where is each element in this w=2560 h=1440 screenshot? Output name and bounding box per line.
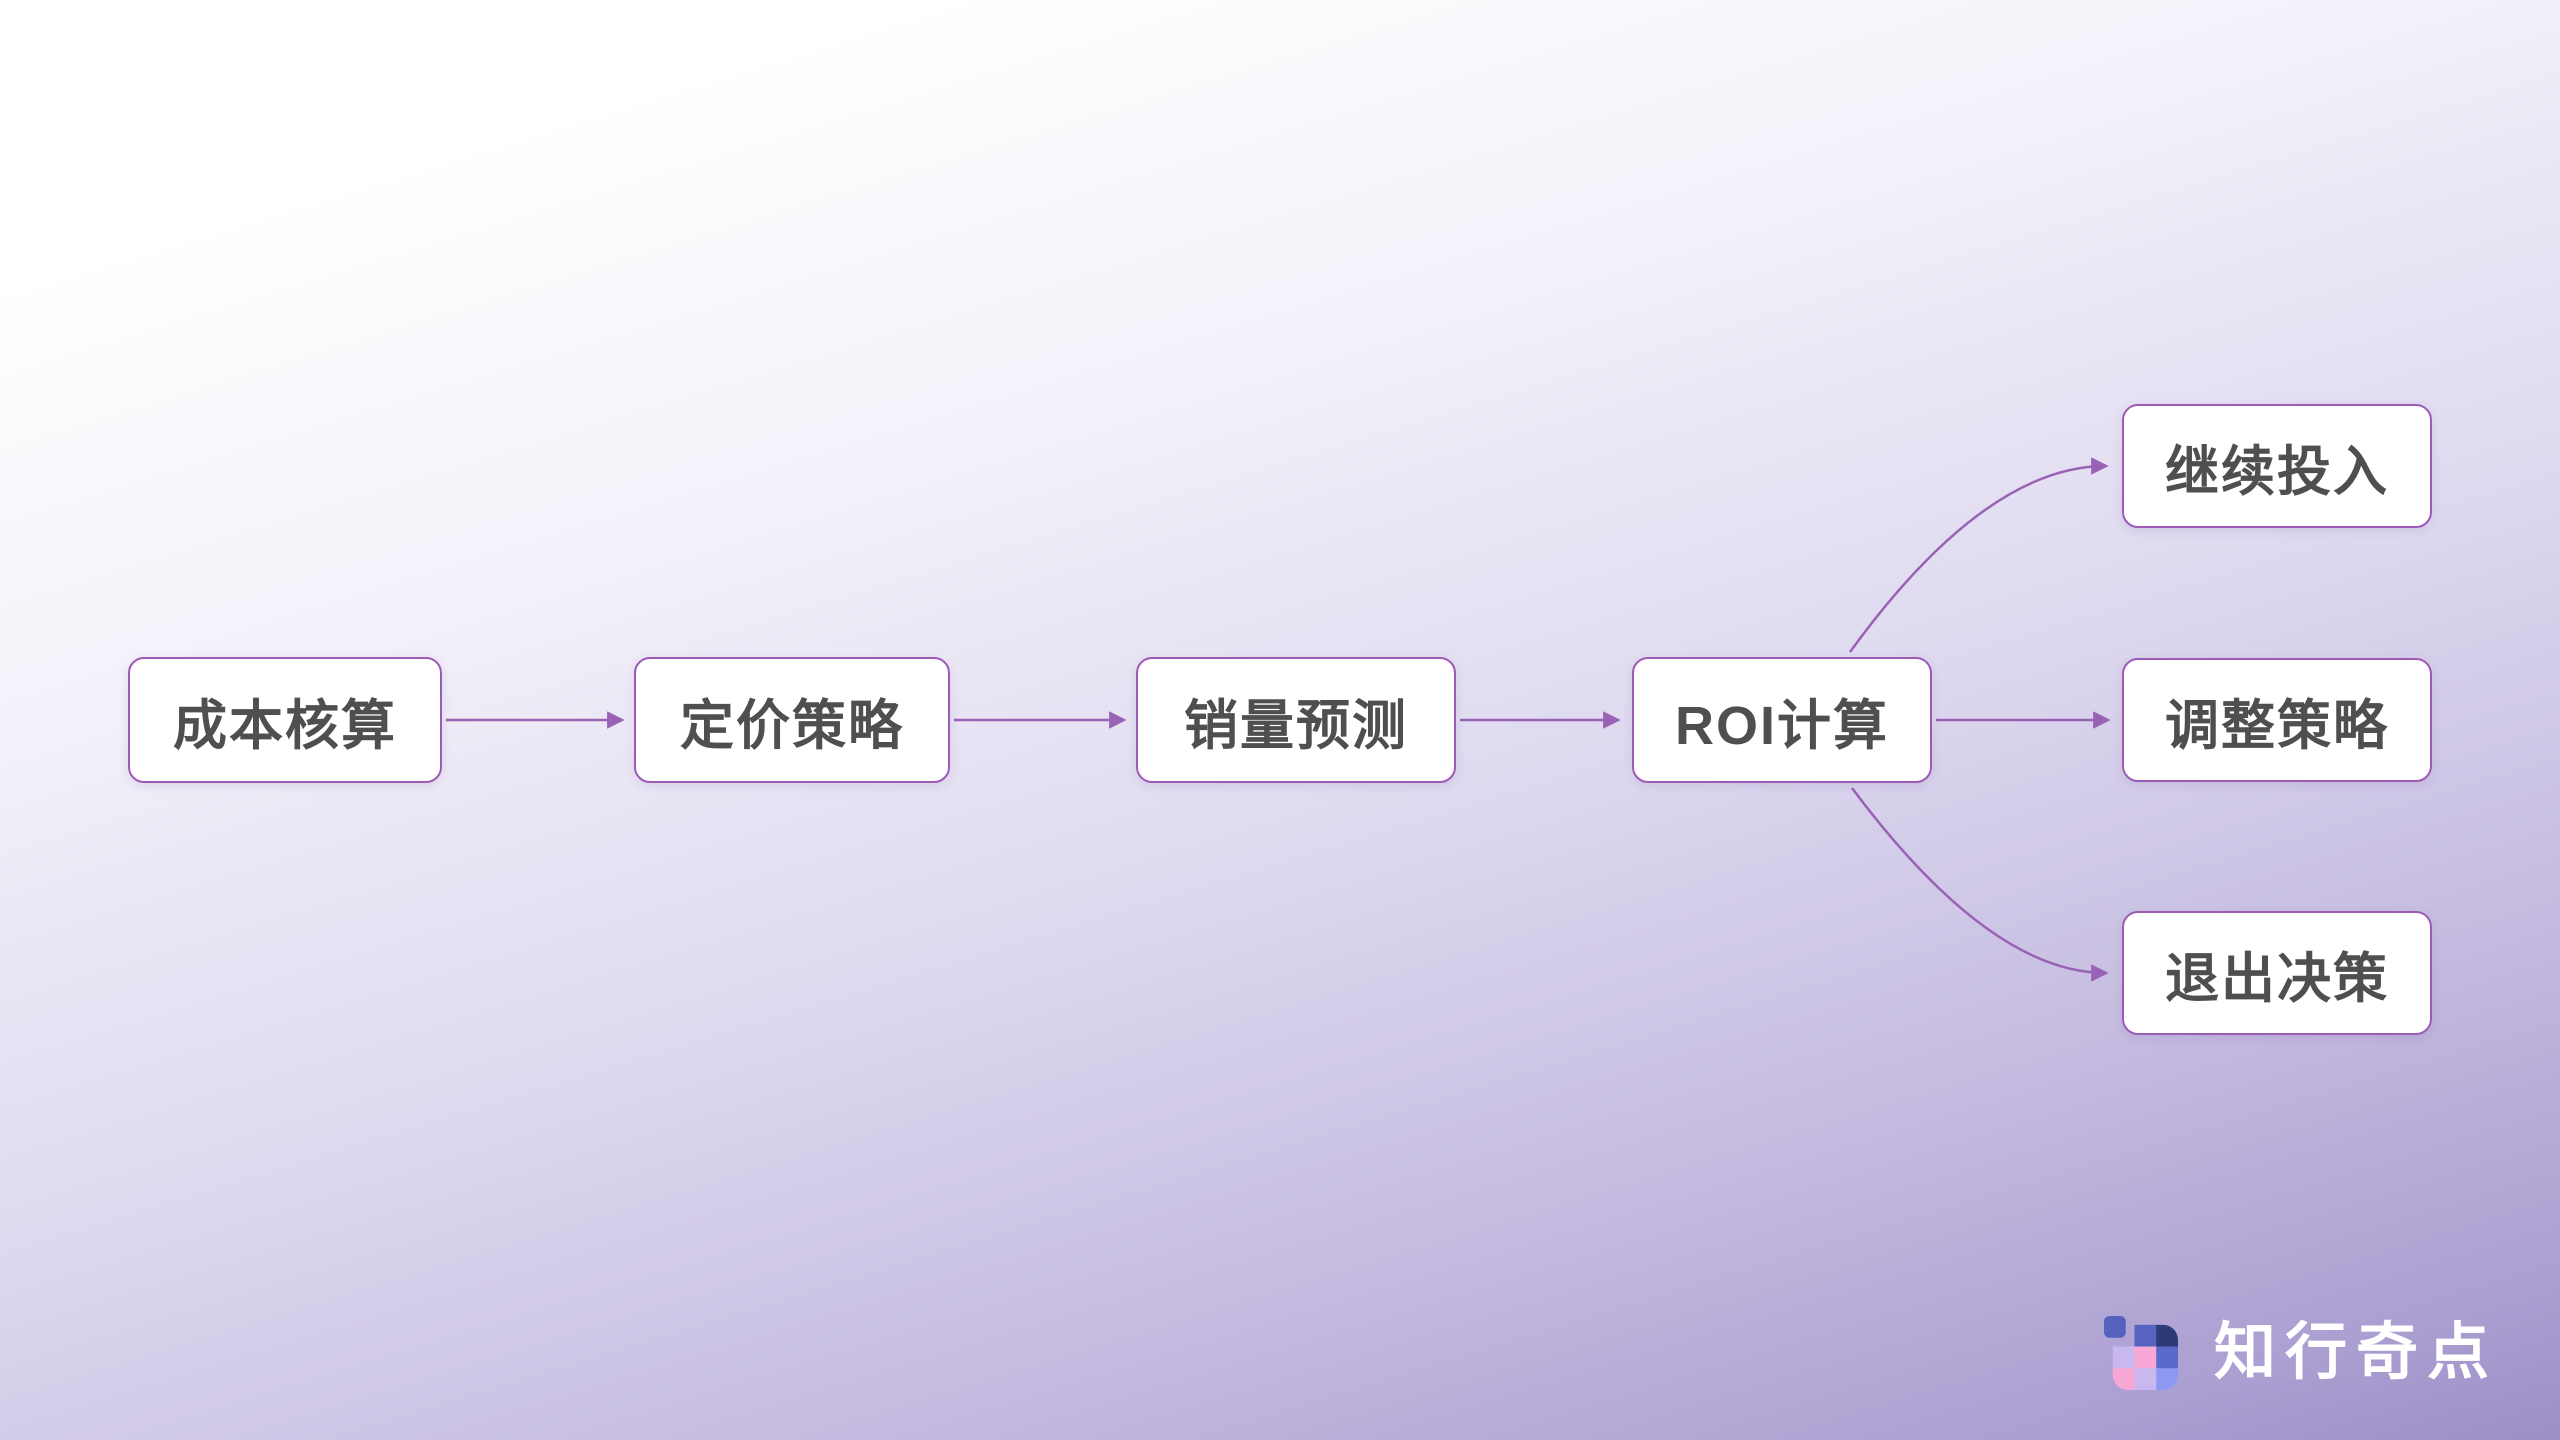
brand-logo: 知行奇点 xyxy=(2104,1316,2498,1390)
node-adjust-strategy: 调整策略 xyxy=(2122,658,2432,782)
brand-logo-text: 知行奇点 xyxy=(2214,1318,2499,1387)
node-roi-calculation: ROI计算 xyxy=(1632,657,1932,783)
node-sales-forecast: 销量预测 xyxy=(1136,657,1456,783)
brand-logo-icon xyxy=(2104,1316,2178,1390)
node-continue-investment: 继续投入 xyxy=(2122,404,2432,528)
node-label: 继续投入 xyxy=(2165,441,2389,502)
edge-roi-to-exit xyxy=(1850,787,2109,982)
node-cost-accounting: 成本核算 xyxy=(128,657,442,783)
node-pricing-strategy: 定价策略 xyxy=(634,657,950,783)
node-label: 调整策略 xyxy=(2165,695,2389,756)
node-label: 退出决策 xyxy=(2165,948,2389,1009)
node-label: 成本核算 xyxy=(173,695,397,756)
edge-roi-to-continue xyxy=(1848,457,2109,653)
node-label: 定价策略 xyxy=(680,695,904,756)
node-label: 销量预测 xyxy=(1184,695,1408,756)
node-label: ROI计算 xyxy=(1674,695,1889,756)
node-exit-decision: 退出决策 xyxy=(2122,911,2432,1035)
